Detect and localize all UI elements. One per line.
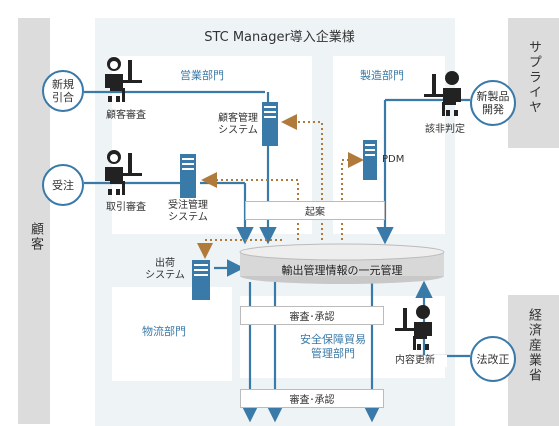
logistics-dept-label: 物流部門 [142, 325, 186, 338]
review-box-1: 審査･承認 [240, 306, 384, 325]
server-icon [363, 140, 377, 180]
customer-review-label: 顧客審査 [106, 110, 146, 121]
server-icon [180, 154, 196, 198]
supplier-sidebar [508, 18, 559, 148]
dotted-to-pdm [341, 152, 364, 240]
law-revision-circle: 法改正 [470, 336, 516, 382]
logistics-dept [112, 287, 232, 381]
customer-label: 顧客 [28, 222, 43, 252]
sales-dept-label: 営業部門 [180, 69, 224, 82]
pdm-label: PDM [382, 154, 405, 165]
customer-mgmt-label: 顧客管理 システム [218, 113, 258, 136]
new-product-circle: 新製品 開発 [470, 80, 516, 126]
person-icon [105, 57, 142, 102]
central-database [239, 243, 445, 284]
shipping-label: 出荷 システム [145, 258, 185, 281]
dotted-to-shipping [197, 239, 282, 259]
person-icon [105, 150, 142, 195]
server-icon [192, 260, 210, 300]
review-box-2: 審査･承認 [240, 389, 384, 408]
order-mgmt-label: 受注管理 システム [168, 200, 208, 223]
applicability-label: 該非判定 [425, 124, 465, 135]
supplier-label: サプライヤ [526, 40, 541, 115]
company-title: STC Manager導入企業様 [204, 30, 355, 45]
dotted-to-customer-mgmt [281, 114, 323, 240]
security-dept-label: 安全保障貿易 管理部門 [300, 333, 366, 360]
person-icon [424, 71, 461, 116]
person-icon [395, 305, 432, 350]
order-circle: 受注 [42, 164, 84, 206]
meti-sidebar [508, 295, 559, 426]
manufacturing-dept-label: 製造部門 [360, 69, 404, 82]
proposal-box: 起案 [245, 201, 385, 220]
dotted-to-order-mgmt [201, 172, 299, 240]
meti-label: 経済産業省 [526, 308, 541, 383]
transaction-review-label: 取引審査 [106, 202, 146, 213]
server-icon [262, 102, 278, 146]
new-inquiry-circle: 新規 引合 [42, 70, 84, 112]
central-label: 輸出管理情報の一元管理 [281, 264, 403, 277]
content-update-label: 内容更新 [383, 355, 447, 367]
